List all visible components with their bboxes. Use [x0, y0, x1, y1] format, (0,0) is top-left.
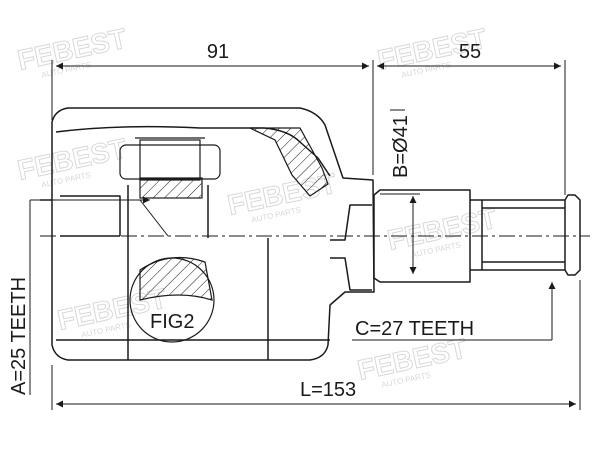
label-outer-diameter: B=Ø41	[390, 115, 412, 178]
label-outer-teeth: C=27 TEETH	[355, 318, 474, 340]
label-figure: FIG2	[150, 311, 194, 333]
label-shaft-length: 55	[459, 41, 481, 63]
label-inner-teeth: A=25 TEETH	[8, 277, 30, 395]
dimension-lines	[29, 60, 581, 410]
neck-taper	[330, 204, 372, 241]
trunnion-body	[119, 144, 221, 180]
housing-outline	[51, 107, 375, 361]
spider-hatch	[139, 177, 203, 199]
trunnion-inner	[139, 139, 201, 181]
dimension-labels: 91 55 B=Ø41 A=25 TEETH C=27 TEETH L=153 …	[8, 41, 481, 401]
bore-step	[60, 195, 121, 237]
neck-taper-lower	[330, 257, 372, 291]
label-total-length: L=153	[300, 379, 356, 401]
housing-hatch-upper	[249, 127, 329, 197]
label-housing-length: 91	[207, 41, 229, 63]
fig2-hatch	[139, 256, 213, 301]
fig2-circle	[129, 257, 215, 343]
hatch-sections	[119, 127, 329, 343]
